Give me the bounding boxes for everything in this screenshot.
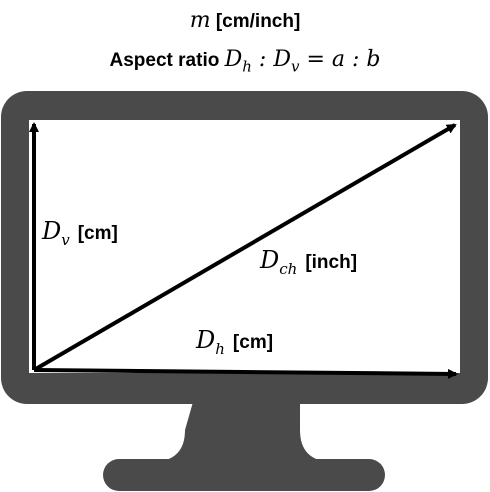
dv-symbol: Dv xyxy=(273,47,300,76)
pixel-density-caption: m [cm/inch] xyxy=(0,8,490,33)
aspect-ratio-label: Aspect ratio xyxy=(109,50,220,71)
horizontal-dimension-arrow xyxy=(33,368,458,379)
aspect-ratio-caption: Aspect ratio Dh : Dv = a : b xyxy=(0,47,490,75)
m-unit: [cm/inch] xyxy=(215,11,301,32)
dh-label: Dh[cm] xyxy=(195,326,273,358)
colon-symbol: : xyxy=(251,47,274,72)
monitor-stand-neck xyxy=(155,395,330,462)
dh-symbol: Dh xyxy=(224,47,252,76)
ratio-equation: = a : b xyxy=(299,47,381,72)
dv-label: Dv[cm] xyxy=(41,217,118,249)
monitor-stand-base xyxy=(103,459,385,491)
dch-label: Dch[inch] xyxy=(259,246,357,278)
diagonal-dimension-arrow xyxy=(32,123,457,372)
m-symbol: m xyxy=(189,8,211,33)
